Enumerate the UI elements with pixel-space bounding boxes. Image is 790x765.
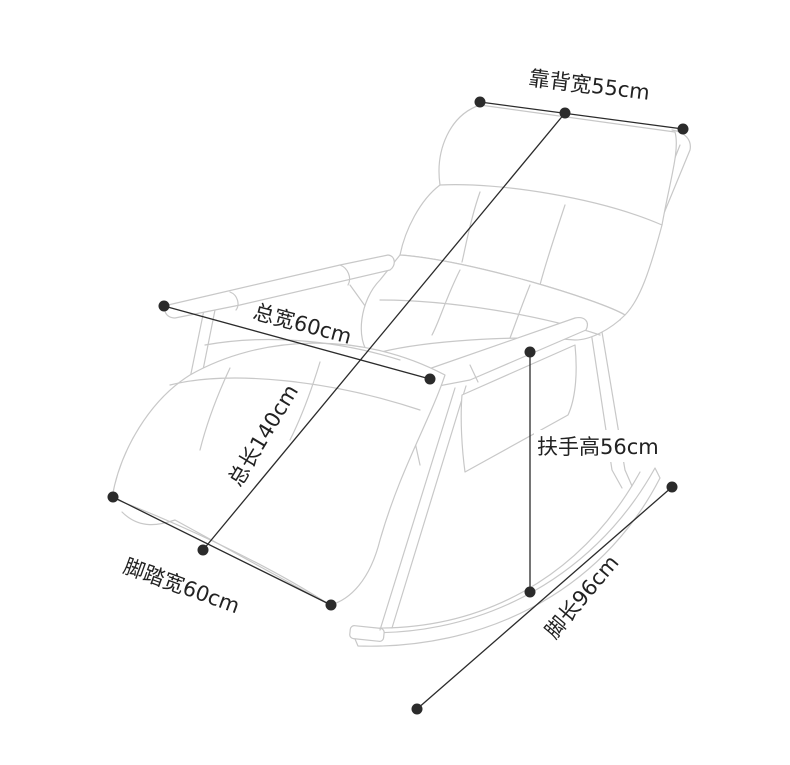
dim-line-backrest-width (479, 101, 684, 130)
dim-dot-width-right (424, 373, 436, 385)
dim-dot-base-bottom (411, 703, 423, 715)
dim-dot-length-top (559, 107, 571, 119)
dim-dot-armrest-bottom (524, 586, 536, 598)
leg-rest-cushion (111, 342, 446, 606)
dim-line-footrest-width (112, 496, 332, 606)
dim-dot-base-top (666, 481, 678, 493)
armrest-left-joint (229, 264, 351, 311)
dim-dot-footrest-right (325, 599, 337, 611)
rocker-front-cap (349, 625, 385, 642)
backrest-tufts (439, 184, 663, 286)
label-footrest-width: 脚踏宽60cm (120, 554, 243, 618)
leg-rest-tufts (169, 338, 421, 451)
rocker-runner (351, 467, 661, 647)
rocker-runner-inner (371, 471, 641, 629)
dimension-lines (107, 96, 689, 715)
rear-frame-right (589, 319, 633, 489)
dim-line-base-length (416, 486, 673, 710)
dim-line-total-width (163, 305, 431, 380)
footrest-underside (121, 511, 331, 606)
label-armrest-height-bg (534, 430, 668, 462)
label-armrest-height: 扶手高56cm (537, 435, 659, 459)
dim-dot-width-left (158, 300, 170, 312)
dim-dot-armrest-top (524, 346, 536, 358)
dim-dot-footrest-left (107, 491, 119, 503)
dim-dot-backrest-right (677, 123, 689, 135)
armrest-right-joint (469, 364, 479, 383)
dim-dot-length-bottom (197, 544, 209, 556)
front-leg-right (379, 385, 467, 631)
side-pocket (460, 344, 577, 473)
dim-line-total-length (202, 112, 566, 551)
dim-dot-backrest-left (474, 96, 486, 108)
rocking-chair-drawing (111, 104, 691, 647)
label-backrest-width: 靠背宽55cm (527, 66, 651, 105)
